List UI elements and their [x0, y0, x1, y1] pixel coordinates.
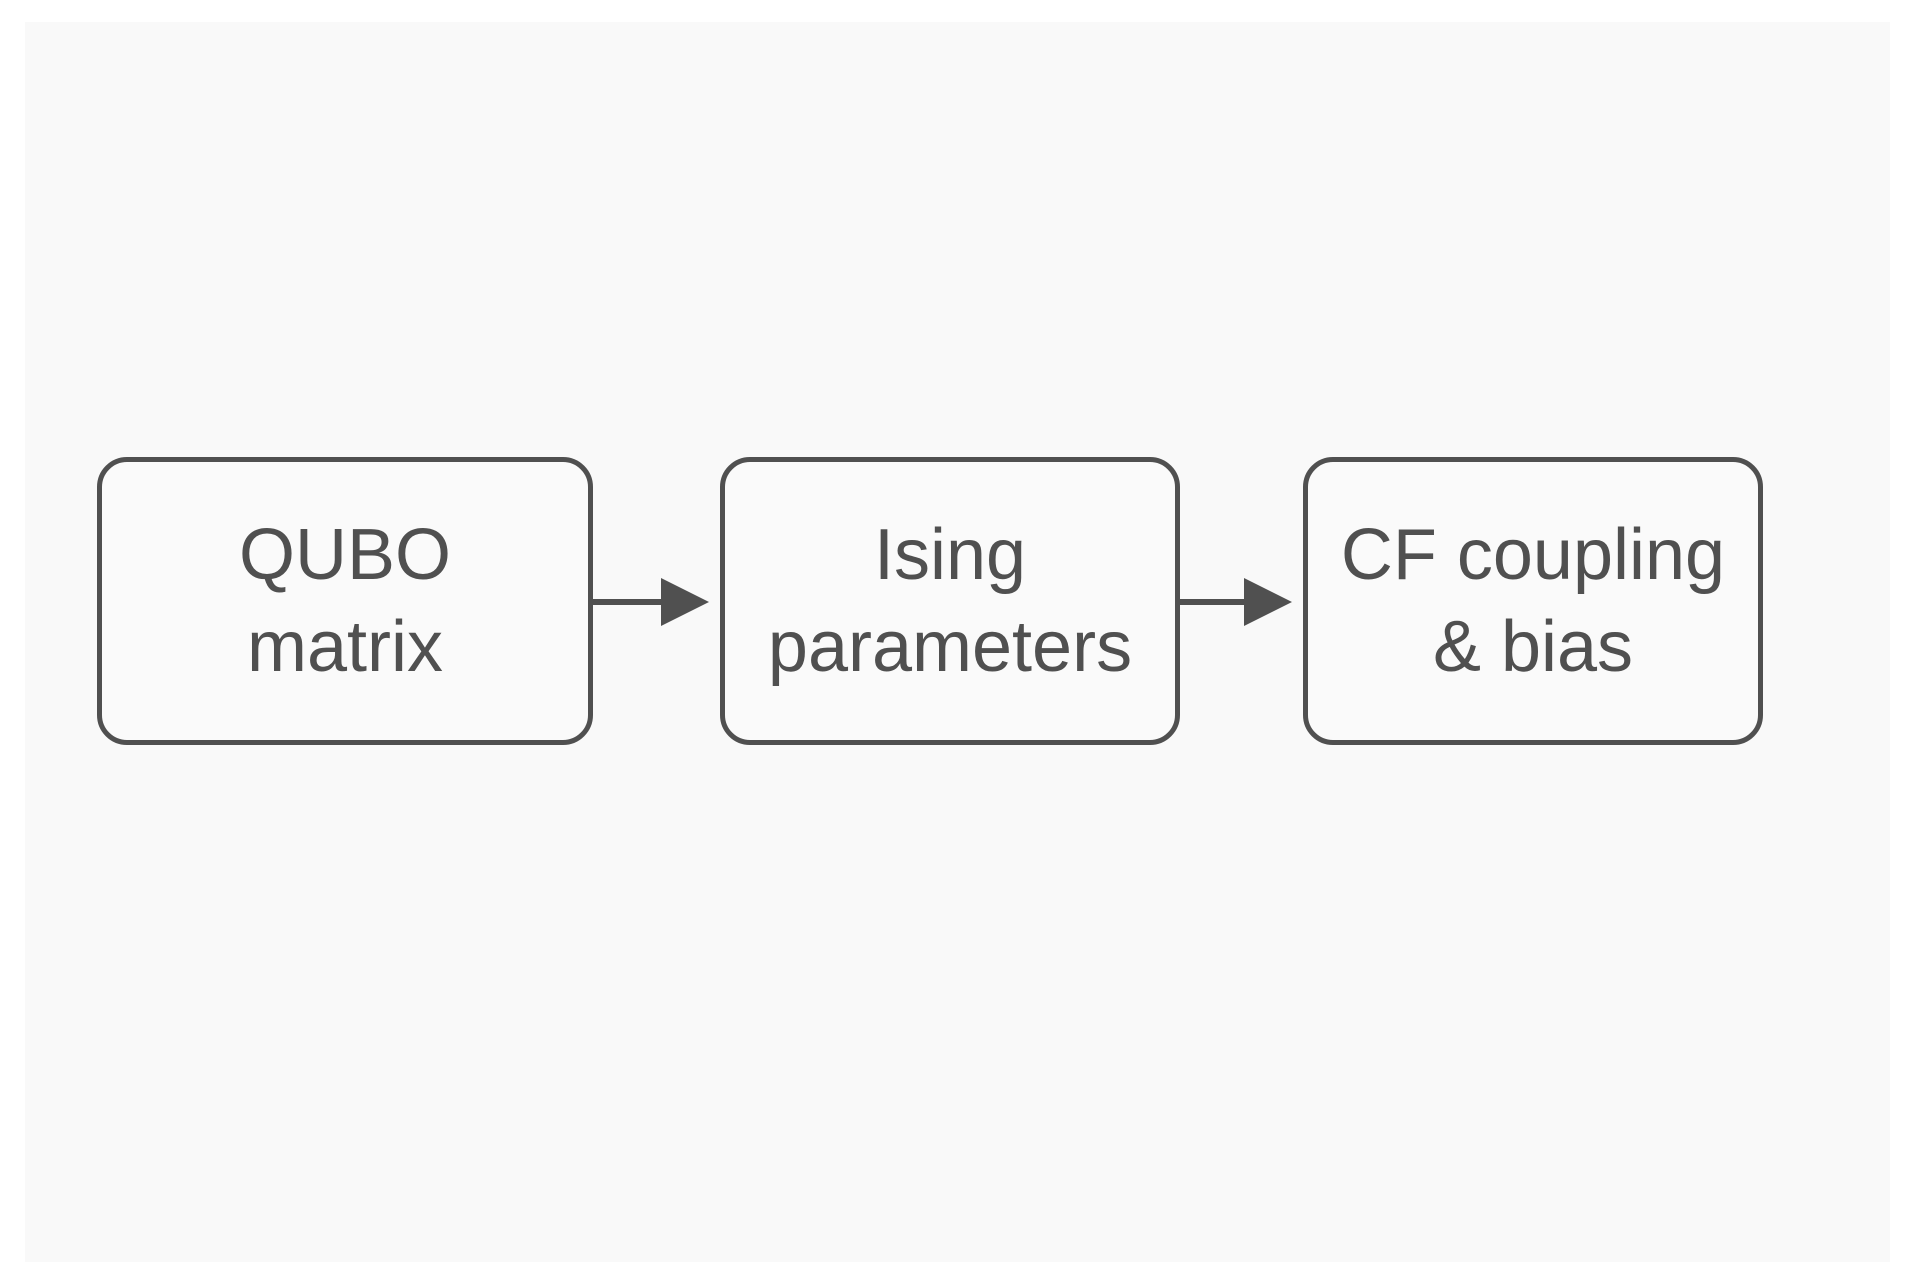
node-qubo-matrix-line-1: QUBO: [238, 515, 452, 595]
node-qubo-matrix: QUBO matrix: [97, 457, 593, 745]
node-cf-coupling-bias-line-1: CF coupling: [1340, 515, 1726, 595]
node-cf-coupling-bias: CF coupling & bias: [1303, 457, 1763, 745]
node-qubo-matrix-line-2: matrix: [247, 607, 443, 687]
node-ising-parameters-label: Ising parameters: [768, 509, 1132, 693]
node-ising-parameters: Ising parameters: [720, 457, 1180, 745]
node-cf-coupling-bias-label: CF coupling & bias: [1341, 509, 1725, 693]
diagram-canvas: QUBO matrix Ising parameters CF coupling…: [25, 22, 1890, 1262]
node-qubo-matrix-label: QUBO matrix: [239, 509, 451, 693]
node-ising-parameters-line-1: Ising: [873, 515, 1027, 595]
node-cf-coupling-bias-line-2: & bias: [1432, 607, 1634, 687]
node-ising-parameters-line-2: parameters: [767, 607, 1133, 687]
